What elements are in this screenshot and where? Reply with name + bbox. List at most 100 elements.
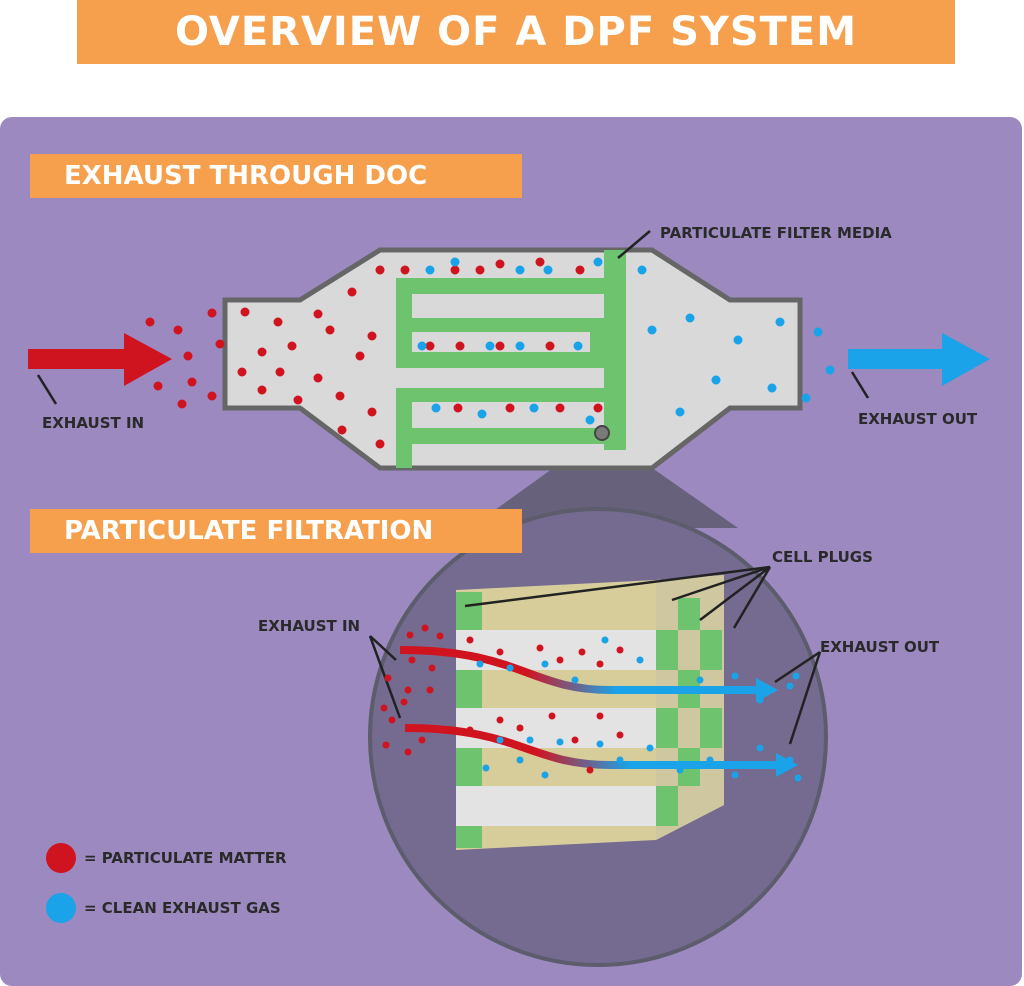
clean-gas-dot <box>482 764 490 772</box>
particle-dot <box>293 395 303 405</box>
clean-gas-dot <box>571 676 579 684</box>
particle-dot <box>586 766 594 774</box>
particle-dot <box>596 660 604 668</box>
particle-dot <box>596 712 604 720</box>
particle-dot <box>556 656 564 664</box>
particle-dot <box>495 259 505 269</box>
clean-gas-dot <box>516 756 524 764</box>
clean-gas-dot <box>556 738 564 746</box>
legend-particulate-text: = PARTICULATE MATTER <box>84 849 287 867</box>
particle-dot <box>380 704 388 712</box>
particle-dot <box>406 631 414 639</box>
clean-gas-dot <box>813 327 823 337</box>
particle-dot <box>287 341 297 351</box>
particle-dot <box>173 325 183 335</box>
particle-dot <box>535 257 545 267</box>
clean-gas-dot <box>775 317 785 327</box>
legend-particulate: = PARTICULATE MATTER <box>46 843 287 873</box>
label-exhaust-in-bottom: EXHAUST IN <box>258 617 361 635</box>
clean-gas-dot <box>792 672 800 680</box>
particle-dot <box>516 724 524 732</box>
particle-dot <box>436 632 444 640</box>
particle-dot <box>536 644 544 652</box>
clean-gas-dot <box>543 265 553 275</box>
filter-media <box>396 250 626 468</box>
particle-dot <box>555 403 565 413</box>
particle-dot <box>325 325 335 335</box>
title-banner: OVERVIEW OF A DPF SYSTEM <box>77 0 955 64</box>
clean-gas-dot <box>601 636 609 644</box>
label-cell-plugs: CELL PLUGS <box>772 548 873 566</box>
clean-gas-dot <box>647 325 657 335</box>
particle-dot <box>616 731 624 739</box>
particle-dot <box>593 403 603 413</box>
particle-dot <box>425 341 435 351</box>
filter-media-leader <box>617 230 651 259</box>
particle-dot <box>575 265 585 275</box>
particle-dot <box>257 347 267 357</box>
magnifier-cone <box>470 433 738 528</box>
particle-dot <box>450 265 460 275</box>
particle-dot <box>183 351 193 361</box>
clean-gas-dot <box>573 341 583 351</box>
particle-dot <box>408 656 416 664</box>
particle-dot <box>153 381 163 391</box>
clean-gas-dot <box>711 375 721 385</box>
particle-dot <box>355 351 365 361</box>
particle-dot <box>257 385 267 395</box>
clean-gas-dot <box>794 774 802 782</box>
particle-dot <box>335 391 345 401</box>
exhaust-out-leader <box>850 371 870 399</box>
clean-gas-dot <box>646 744 654 752</box>
label-exhaust-out-top: EXHAUST OUT <box>858 410 978 428</box>
clean-gas-dot <box>636 656 644 664</box>
clean-gas-dot <box>786 756 794 764</box>
particle-dot <box>505 403 515 413</box>
particle-dot <box>367 407 377 417</box>
clean-gas-dot <box>431 403 441 413</box>
clean-gas-dot <box>616 756 624 764</box>
particle-dot <box>400 698 408 706</box>
clean-gas-dot <box>476 660 484 668</box>
particle-dot <box>313 309 323 319</box>
red-dot-icon <box>46 843 76 873</box>
clean-gas-dot <box>417 341 427 351</box>
clean-gas-dot <box>450 257 460 267</box>
particle-dot <box>275 367 285 377</box>
clean-gas-dot <box>585 415 595 425</box>
particle-dot <box>367 331 377 341</box>
clean-gas-dot <box>733 335 743 345</box>
particle-dot <box>215 339 225 349</box>
particle-dot <box>237 367 247 377</box>
clean-gas-dot <box>825 365 835 375</box>
exhaust-in-arrow <box>28 333 172 386</box>
label-particulate-filter-media: PARTICULATE FILTER MEDIA <box>660 224 892 242</box>
particle-dot <box>240 307 250 317</box>
particle-dot <box>466 726 474 734</box>
particle-dot <box>571 736 579 744</box>
clean-gas-dot <box>685 313 695 323</box>
zoom-point <box>594 425 610 441</box>
particle-dot <box>418 736 426 744</box>
particle-dot <box>207 391 217 401</box>
clean-gas-dot <box>696 676 704 684</box>
particle-dot <box>375 439 385 449</box>
particle-dot <box>421 624 429 632</box>
clean-gas-dot <box>496 736 504 744</box>
particle-dot <box>496 716 504 724</box>
particle-dot <box>187 377 197 387</box>
clean-gas-dot <box>506 664 514 672</box>
clean-gas-dot <box>675 407 685 417</box>
clean-gas-dot <box>756 744 764 752</box>
section-title-filtration: PARTICULATE FILTRATION <box>64 516 434 546</box>
particle-dot <box>545 341 555 351</box>
exhaust-out-arrow <box>848 333 990 386</box>
particle-dot <box>495 341 505 351</box>
particle-dot <box>455 341 465 351</box>
particle-dot <box>404 748 412 756</box>
clean-gas-dot <box>767 383 777 393</box>
clean-gas-dot <box>515 341 525 351</box>
particle-dot <box>388 716 396 724</box>
clean-gas-dot <box>541 660 549 668</box>
particle-dot <box>496 648 504 656</box>
